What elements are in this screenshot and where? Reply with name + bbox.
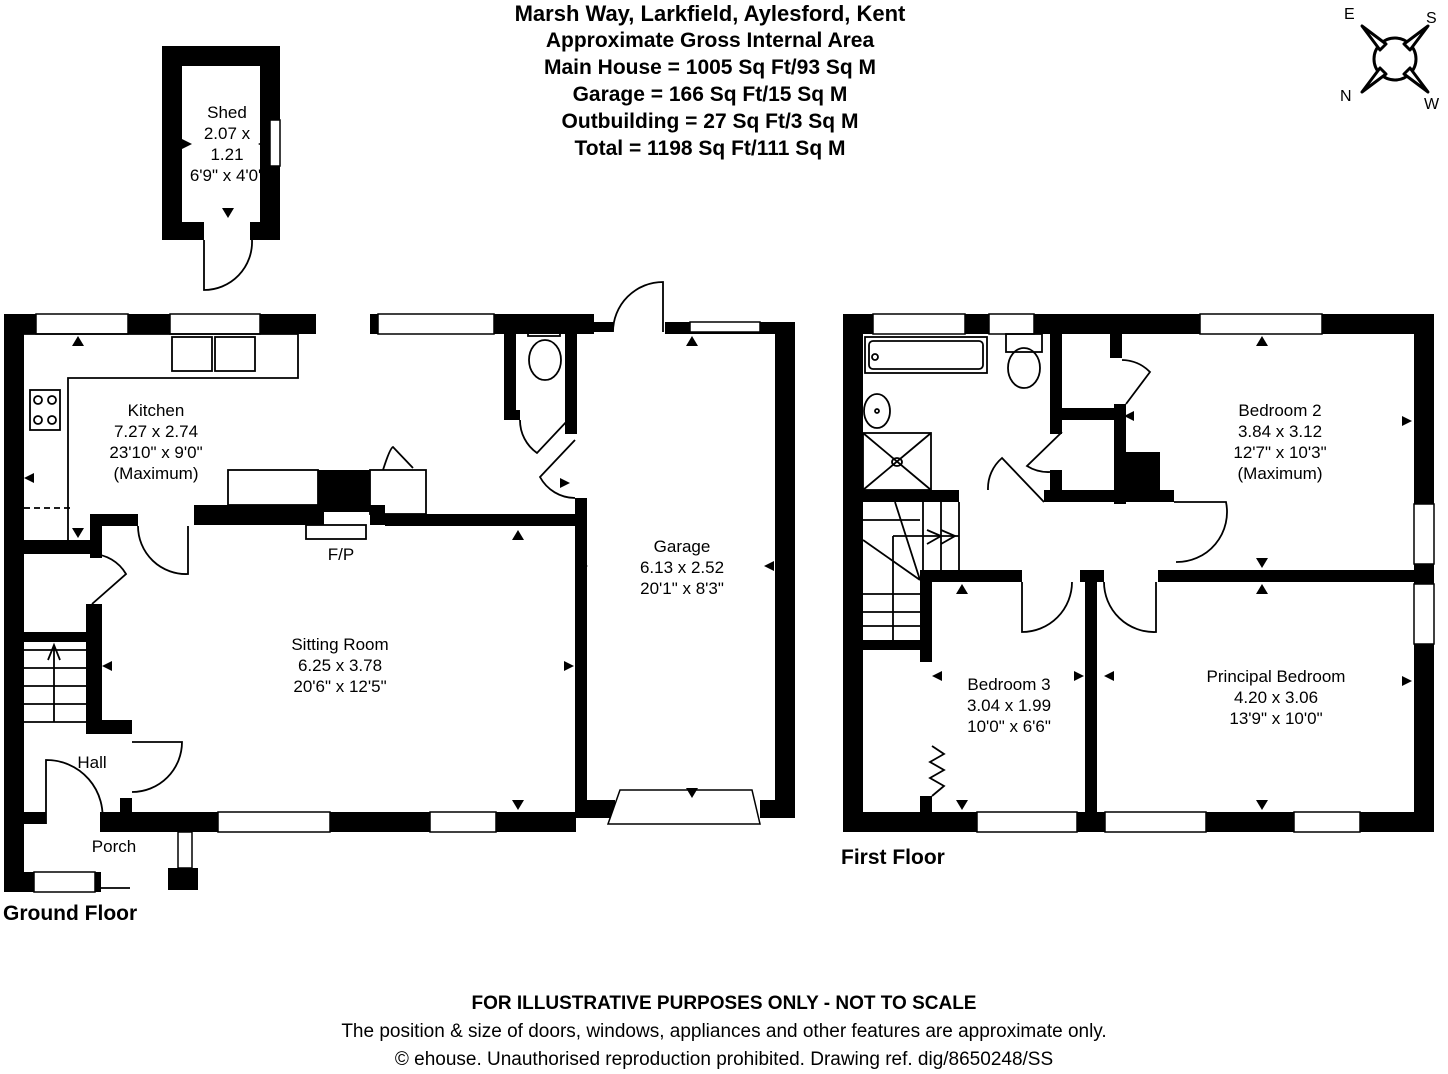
area-outbuilding: Outbuilding = 27 Sq Ft/3 Sq M — [561, 110, 859, 133]
ground-floor-label: Ground Floor — [3, 902, 138, 925]
room-note: (Maximum) — [1237, 464, 1323, 483]
area-subtitle: Approximate Gross Internal Area — [545, 29, 875, 52]
room-metric: 2.07 x — [203, 124, 251, 143]
first-floor-label: First Floor — [841, 846, 945, 869]
room-shed: Shed 2.07 x 1.21 6'9" x 4'0" — [180, 102, 274, 186]
room-imperial: 10'0" x 6'6" — [967, 717, 1051, 736]
room-fireplace: F/P — [316, 544, 366, 565]
compass-e: E — [1344, 6, 1355, 23]
area-garage: Garage = 166 Sq Ft/15 Sq M — [572, 83, 848, 106]
compass-s: S — [1426, 10, 1437, 27]
copyright-note: © ehouse. Unauthorised reproduction proh… — [394, 1049, 1054, 1070]
area-total: Total = 1198 Sq Ft/111 Sq M — [574, 137, 846, 160]
room-imperial: 20'1" x 8'3" — [640, 579, 724, 598]
room-note: (Maximum) — [113, 464, 199, 483]
room-imperial: 12'7" x 10'3" — [1233, 443, 1327, 462]
property-address: Marsh Way, Larkfield, Aylesford, Kent — [514, 1, 906, 26]
area-main-house: Main House = 1005 Sq Ft/93 Sq M — [543, 56, 876, 79]
room-imperial: 6'9" x 4'0" — [189, 166, 265, 185]
room-name: F/P — [327, 545, 355, 564]
room-garage: Garage 6.13 x 2.52 20'1" x 8'3" — [612, 536, 752, 599]
room-name: Kitchen — [127, 401, 185, 420]
compass-n: N — [1340, 88, 1352, 105]
compass-w: W — [1424, 96, 1440, 113]
room-name: Sitting Room — [291, 635, 389, 654]
room-porch: Porch — [84, 836, 144, 857]
title-block: Marsh Way, Larkfield, Aylesford, Kent Ap… — [440, 0, 980, 162]
room-metric: 6.13 x 2.52 — [639, 558, 725, 577]
room-sitting: Sitting Room 6.25 x 3.78 20'6" x 12'5" — [270, 634, 410, 697]
room-imperial: 20'6" x 12'5" — [293, 677, 387, 696]
room-name: Shed — [207, 103, 247, 122]
room-metric: 7.27 x 2.74 — [113, 422, 199, 441]
room-principal-bedroom: Principal Bedroom 4.20 x 3.06 13'9" x 10… — [1176, 666, 1376, 729]
disclaimer: FOR ILLUSTRATIVE PURPOSES ONLY - NOT TO … — [0, 990, 1448, 1074]
room-name: Hall — [77, 753, 107, 772]
room-imperial: 13'9" x 10'0" — [1229, 709, 1323, 728]
room-metric: 6.25 x 3.78 — [297, 656, 383, 675]
room-kitchen: Kitchen 7.27 x 2.74 23'10" x 9'0" (Maxim… — [86, 400, 226, 484]
room-metric-2: 1.21 — [210, 145, 244, 164]
disclaimer-heading: FOR ILLUSTRATIVE PURPOSES ONLY - NOT TO … — [471, 993, 977, 1014]
room-name: Principal Bedroom — [1206, 667, 1346, 686]
room-metric: 4.20 x 3.06 — [1233, 688, 1319, 707]
room-hall: Hall — [72, 752, 112, 773]
disclaimer-note: The position & size of doors, windows, a… — [341, 1021, 1107, 1042]
room-name: Bedroom 3 — [967, 675, 1051, 694]
room-name: Porch — [91, 837, 137, 856]
room-bedroom-2: Bedroom 2 3.84 x 3.12 12'7" x 10'3" (Max… — [1210, 400, 1350, 484]
room-metric: 3.04 x 1.99 — [966, 696, 1052, 715]
room-imperial: 23'10" x 9'0" — [109, 443, 203, 462]
room-name: Garage — [653, 537, 711, 556]
room-name: Bedroom 2 — [1238, 401, 1322, 420]
room-metric: 3.84 x 3.12 — [1237, 422, 1323, 441]
room-bedroom-3: Bedroom 3 3.04 x 1.99 10'0" x 6'6" — [954, 674, 1064, 737]
